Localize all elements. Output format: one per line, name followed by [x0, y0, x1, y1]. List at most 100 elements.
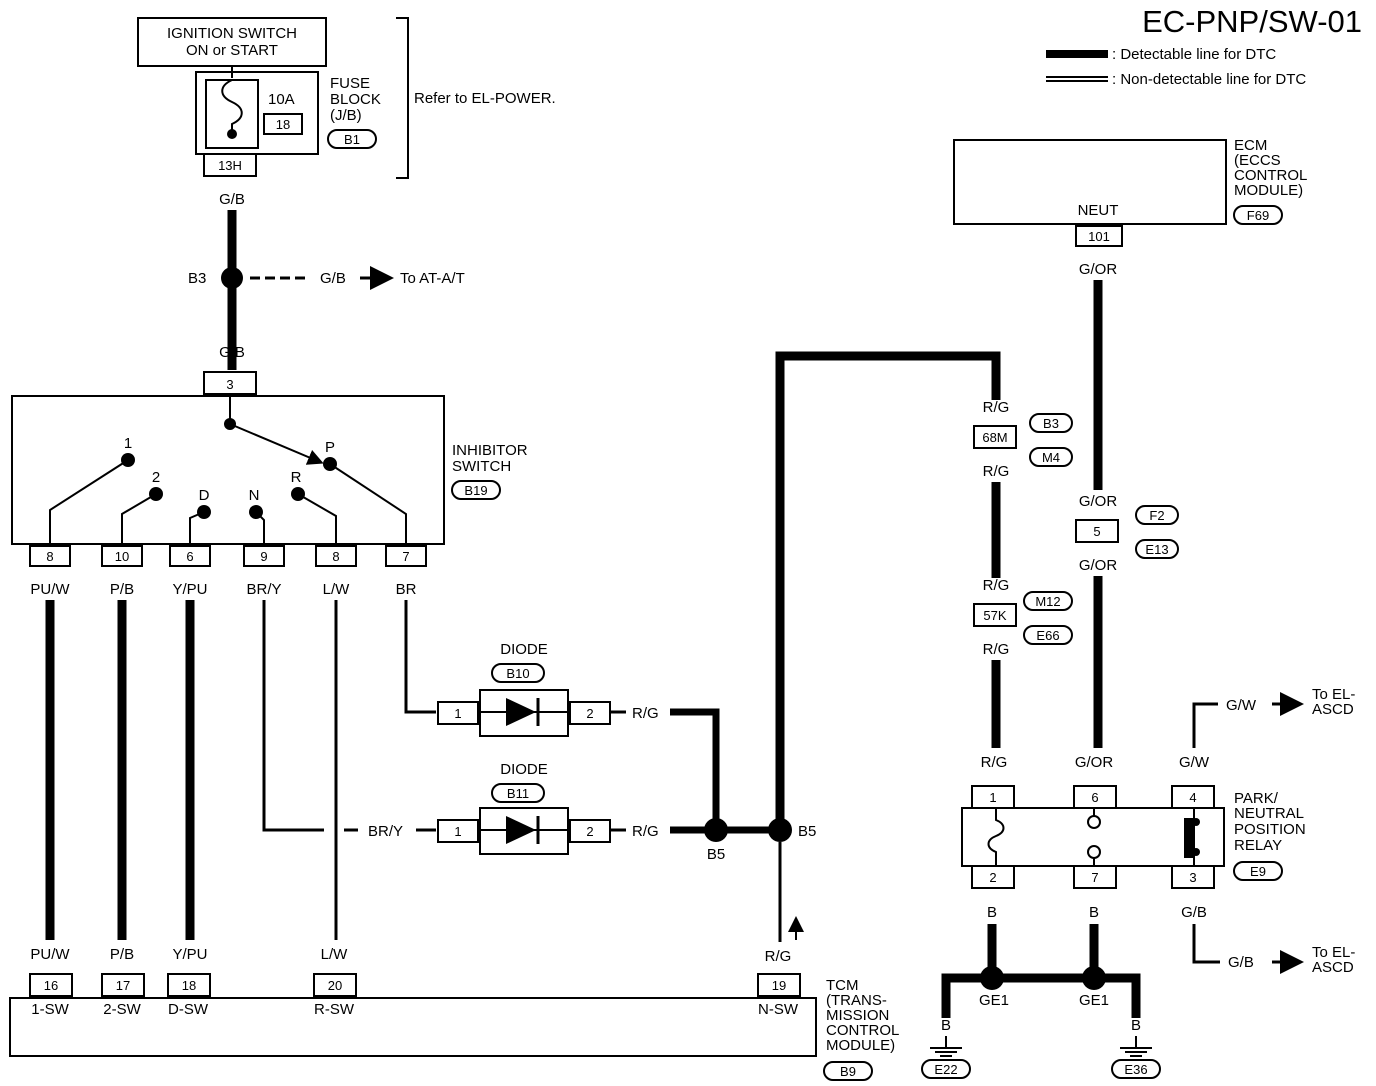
fuse-icon [221, 79, 243, 134]
diode1-connector-id: B10 [506, 666, 529, 681]
relay-contact-b [1087, 845, 1101, 859]
wire-label-rg-1: R/G [983, 399, 1010, 416]
tcm-label-1: TCM [826, 977, 859, 994]
to-ascd-top-1: To EL- [1312, 686, 1355, 703]
wire-label-puw: PU/W [30, 581, 70, 598]
tcm-wire-label-ypu: Y/PU [172, 946, 207, 963]
tcm-pin-20: 20 [328, 978, 342, 993]
wire-label-lw: L/W [323, 581, 351, 598]
inhibitor-top-pin: 3 [226, 377, 233, 392]
relay-pin-7: 7 [1091, 870, 1098, 885]
inhibitor-pin-boxes [29, 545, 427, 567]
junction-b5-left [704, 818, 728, 842]
junction-b5-right-label: B5 [798, 823, 816, 840]
refer-el-power: Refer to EL-POWER. [414, 90, 556, 107]
fuse-block-label-2: BLOCK [330, 91, 381, 108]
inhibitor-label-1: INHIBITOR [452, 442, 528, 459]
tcm-pin-18: 18 [182, 978, 196, 993]
tcm-signal-2sw: 2-SW [103, 1001, 141, 1018]
wire-label-gor-relay: G/OR [1075, 754, 1114, 771]
inhibitor-pin-b: 10 [115, 549, 129, 564]
inhibitor-switch-box [11, 395, 445, 545]
fuse-block-label-3: (J/B) [330, 107, 362, 124]
wire-ground-bus [941, 973, 1141, 1018]
wire-label-rg-d2: R/G [632, 823, 659, 840]
connector-68m: 68M [982, 430, 1007, 445]
wire-label-b-1: B [987, 904, 997, 921]
tcm-pin-16: 16 [44, 978, 58, 993]
tcm-signal-nsw: N-SW [758, 1001, 799, 1018]
junction-ge1-right [1082, 966, 1106, 990]
diode2-pin-2: 2 [586, 824, 593, 839]
junction-ge1-left [980, 966, 1004, 990]
junction-b5-left-label: B5 [707, 846, 725, 863]
tcm-label-5: MODULE) [826, 1037, 895, 1054]
wire-gw [1192, 702, 1218, 748]
wire-label-pb: P/B [110, 581, 134, 598]
wire-label-rg-d1: R/G [632, 705, 659, 722]
relay-pin-6: 6 [1091, 790, 1098, 805]
to-ascd-bottom-2: ASCD [1312, 959, 1354, 976]
wire-rg-to-relay-top [775, 351, 1001, 830]
fuse-amp-label: 10A [268, 91, 295, 108]
connector-e13: E13 [1145, 542, 1168, 557]
diode2-label: DIODE [500, 761, 548, 778]
relay-pin-1: 1 [989, 790, 996, 805]
tcm-signal-rsw: R-SW [314, 1001, 355, 1018]
relay-pin-3: 3 [1189, 870, 1196, 885]
tcm-label-4: CONTROL [826, 1022, 899, 1039]
tcm-connector-id: B9 [840, 1064, 856, 1079]
connector-e66: E66 [1036, 628, 1059, 643]
relay-label-1: PARK/ [1234, 790, 1279, 807]
ecm-label-4: MODULE) [1234, 182, 1303, 199]
ecm-connector-id: F69 [1247, 208, 1269, 223]
tcm-signal-dsw: D-SW [168, 1001, 209, 1018]
legend-detectable-label: : Detectable line for DTC [1112, 46, 1276, 63]
wire-label-rg-2: R/G [983, 463, 1010, 480]
diode1-pin-1: 1 [454, 706, 461, 721]
relay-pin-2: 2 [989, 870, 996, 885]
wire-label-gw-relay: G/W [1179, 754, 1210, 771]
to-ata-label: To AT-A/T [400, 270, 465, 287]
wire-label-gb-bottom: G/B [219, 344, 245, 361]
position-n: N [249, 487, 260, 504]
legend-non-detectable-label: : Non-detectable line for DTC [1112, 71, 1306, 88]
diode1-icon [506, 698, 536, 726]
tcm-wire-label-lw: L/W [321, 946, 349, 963]
ecm-label-3: CONTROL [1234, 167, 1307, 184]
fuse-connector-id: B1 [344, 132, 360, 147]
position-r: R [291, 469, 302, 486]
tcm-label-2: (TRANS- [826, 992, 887, 1009]
tcm-pin-17: 17 [116, 978, 130, 993]
wire-label-rg-tcm: R/G [765, 948, 792, 965]
wire-label-bry: BR/Y [246, 581, 281, 598]
relay-coil-icon [987, 808, 1005, 866]
wire-label-gw: G/W [1226, 697, 1257, 714]
wire-label-bry-d2: BR/Y [368, 823, 403, 840]
position-p: P [325, 439, 335, 456]
wire-label-gor-ecm: G/OR [1079, 261, 1118, 278]
fuse-terminal: 13H [218, 158, 242, 173]
to-ascd-bottom-1: To EL- [1312, 944, 1355, 961]
tcm-signal-1sw: 1-SW [31, 1001, 69, 1018]
connector-m12: M12 [1035, 594, 1060, 609]
connector-57k: 57K [983, 608, 1006, 623]
wire-label-gb-relay: G/B [1181, 904, 1207, 921]
relay-connector-id: E9 [1250, 864, 1266, 879]
tcm-pin-19: 19 [772, 978, 786, 993]
fuse-block-label-1: FUSE [330, 75, 370, 92]
tcm-label-3: MISSION [826, 1007, 889, 1024]
connector-f2: F2 [1149, 508, 1164, 523]
ground-e22: E22 [934, 1062, 957, 1077]
fuse-number: 18 [276, 117, 290, 132]
diode1-pin-2: 2 [586, 706, 593, 721]
ecm-label-1: ECM [1234, 137, 1267, 154]
diagram-title: EC-PNP/SW-01 [1142, 4, 1362, 39]
tcm-wire-label-pb: P/B [110, 946, 134, 963]
ecm-pin-101: 101 [1088, 229, 1110, 244]
inhibitor-position-contacts [49, 453, 407, 546]
relay-label-4: RELAY [1234, 837, 1282, 854]
position-d: D [199, 487, 210, 504]
inhibitor-connector-id: B19 [464, 483, 487, 498]
